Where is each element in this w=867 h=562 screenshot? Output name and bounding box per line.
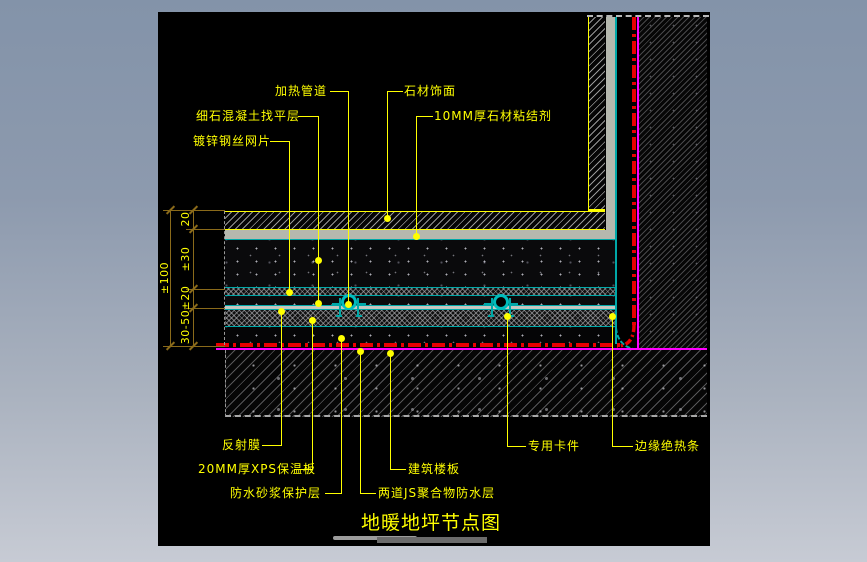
callout-building-slab: 建筑楼板 xyxy=(408,462,461,476)
building-slab-hatch xyxy=(225,350,707,417)
dim-ext-leveling xyxy=(186,289,225,290)
floor-pipe-zone-layer xyxy=(225,296,615,305)
floor-break-line xyxy=(224,211,225,345)
title-underline-light xyxy=(333,536,417,540)
pipe-clip-1-leg-right xyxy=(357,298,359,317)
leader-dot xyxy=(286,289,293,296)
wall-break-line xyxy=(587,15,709,17)
leader-line xyxy=(507,316,508,447)
leader-line xyxy=(360,493,376,494)
wall-waterproof-line xyxy=(632,17,636,326)
leader-dot xyxy=(345,301,352,308)
pipe-clip-2-foot-left xyxy=(488,315,494,317)
leader-line xyxy=(416,116,433,117)
dim-ext-pipe xyxy=(186,308,225,309)
leader-line xyxy=(330,91,348,92)
pipe-clip-1-arm-left xyxy=(332,303,340,305)
floor-xps-board-layer xyxy=(225,310,615,327)
pipe-clip-1-foot-left xyxy=(336,315,342,317)
pipe-clip-2-leg-left xyxy=(491,298,493,317)
wall-stone-finish-layer xyxy=(588,17,605,211)
drawing-title: 地暖地坪节点图 xyxy=(361,512,502,534)
floor-mortar-protection-layer xyxy=(225,327,615,343)
floor-leveling-concrete-layer xyxy=(225,240,615,287)
callout-reflective-film: 反射膜 xyxy=(222,438,262,452)
pipe-clip-2-leg-right xyxy=(509,298,511,317)
leader-line xyxy=(416,116,417,236)
leader-line xyxy=(294,469,312,470)
callout-stone-finish: 石材饰面 xyxy=(404,84,457,98)
callout-pipe-clip: 专用卡件 xyxy=(528,439,581,453)
leader-dot xyxy=(387,350,394,357)
leader-line xyxy=(390,353,391,470)
floor-stone-finish-layer xyxy=(225,211,605,230)
leader-line xyxy=(289,141,290,292)
floor-right-edge-line xyxy=(615,228,617,344)
callout-edge-insulation: 边缘绝热条 xyxy=(635,439,701,453)
leader-line xyxy=(281,311,282,446)
pipe-clip-2-arm-right xyxy=(510,303,518,305)
leader-dot xyxy=(504,313,511,320)
pipe-clip-2-arm-left xyxy=(484,303,492,305)
dim-ext-finish xyxy=(186,229,225,230)
callout-mortar-protection: 防水砂浆保护层 xyxy=(230,486,322,500)
leader-line xyxy=(262,445,281,446)
leader-dot xyxy=(315,257,322,264)
callout-wire-mesh: 镀锌钢丝网片 xyxy=(193,134,272,148)
slab-top-line xyxy=(216,348,707,350)
leader-line xyxy=(612,446,633,447)
leader-dot xyxy=(278,308,285,315)
leader-dot xyxy=(609,313,616,320)
callout-xps-board: 20MM厚XPS保温板 xyxy=(198,462,317,476)
leader-dot xyxy=(384,215,391,222)
dim-text-insulation: 30-50 xyxy=(179,309,192,345)
floor-reflective-film-layer xyxy=(225,305,615,310)
dim-text-leveling: ±30 xyxy=(179,246,192,272)
callout-js-waterproof: 两道JS聚合物防水层 xyxy=(378,486,496,500)
title-underline-dark xyxy=(377,537,487,543)
pipe-clip-1-leg-left xyxy=(339,298,341,317)
leader-line xyxy=(390,469,406,470)
wall-adhesive-layer xyxy=(606,17,617,230)
leader-dot xyxy=(357,348,364,355)
wall-slab-face-line xyxy=(637,17,639,348)
cad-viewport[interactable]: 20 ±30 ±20 30-50 ±100 加热管道 石材饰面 细石混凝土找平层… xyxy=(158,12,710,546)
floor-adhesive-layer xyxy=(225,230,615,240)
callout-concrete-leveling: 细石混凝土找平层 xyxy=(196,109,301,123)
leader-line xyxy=(360,351,361,494)
callout-heating-pipe: 加热管道 xyxy=(275,84,328,98)
floor-waterproof-line xyxy=(216,343,620,347)
leader-line xyxy=(348,91,349,304)
callout-stone-adhesive: 10MM厚石材粘结剂 xyxy=(434,109,552,123)
leader-dot xyxy=(315,300,322,307)
dim-text-overall: ±100 xyxy=(158,261,171,295)
leader-line xyxy=(270,141,289,142)
heating-pipe-2 xyxy=(493,294,509,310)
floor-wire-mesh-layer xyxy=(225,287,615,296)
leader-line xyxy=(312,320,313,470)
leader-line xyxy=(298,116,318,117)
pipe-clip-2-foot-right xyxy=(508,315,514,317)
leader-dot xyxy=(413,233,420,240)
leader-line xyxy=(318,116,319,303)
wall-structure-hatch xyxy=(639,17,707,348)
leader-line xyxy=(387,91,403,92)
leader-dot xyxy=(309,317,316,324)
leader-line xyxy=(325,493,341,494)
dim-line-chain xyxy=(193,210,194,346)
dim-line-overall xyxy=(170,210,171,346)
leader-dot xyxy=(338,335,345,342)
leader-line xyxy=(341,338,342,494)
leader-line xyxy=(507,446,526,447)
pipe-clip-1-arm-right xyxy=(358,303,366,305)
leader-line xyxy=(387,91,388,218)
pipe-clip-1-foot-right xyxy=(356,315,362,317)
leader-line xyxy=(612,316,613,447)
dim-text-finish: 20 xyxy=(179,211,192,227)
